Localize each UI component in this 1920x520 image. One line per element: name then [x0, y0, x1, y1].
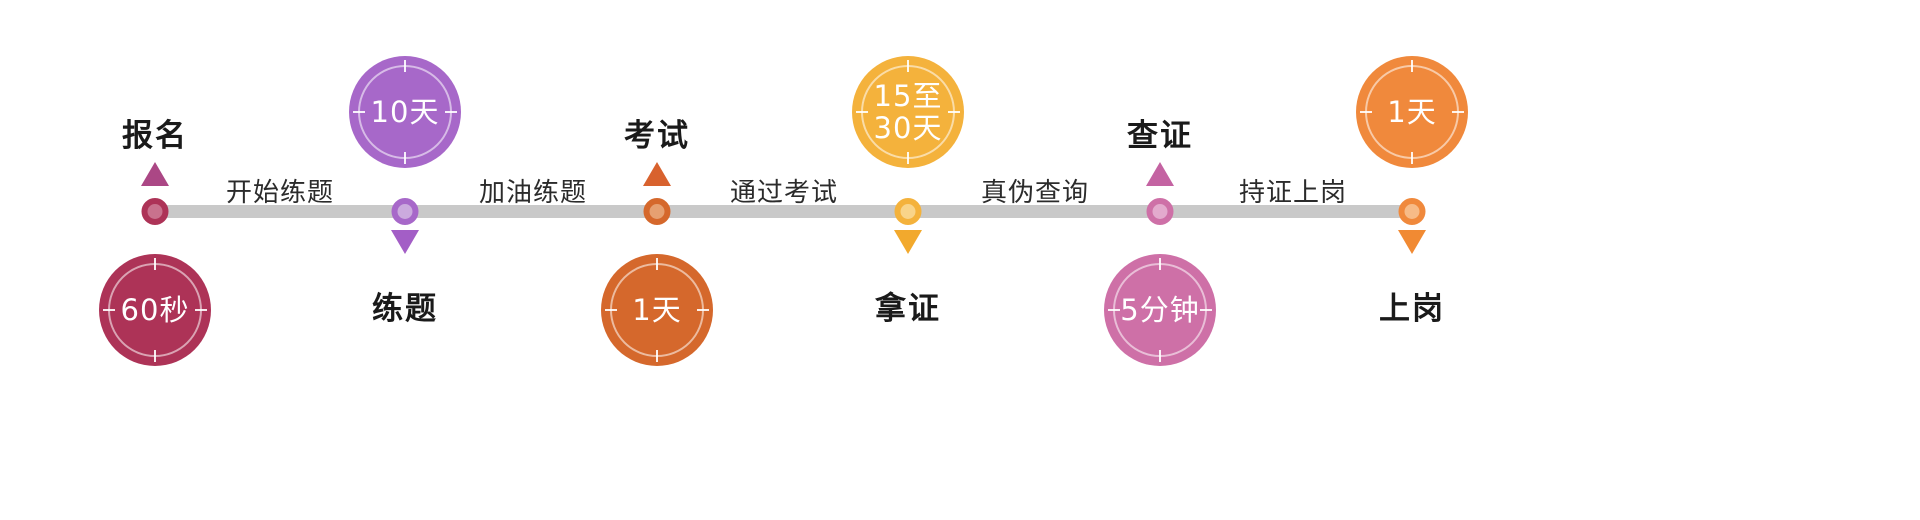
clock-tick-icon — [1411, 152, 1413, 164]
arrow-down-icon — [391, 230, 419, 254]
clock-tick-icon — [1159, 258, 1161, 270]
arrow-up-icon — [643, 162, 671, 186]
duration-text: 10天 — [370, 94, 440, 129]
step-label: 考试 — [624, 118, 690, 154]
segment-label: 加油练题 — [478, 178, 587, 208]
segment-label: 持证上岗 — [1238, 178, 1347, 208]
clock-tick-icon — [1452, 111, 1464, 113]
clock-tick-icon — [1360, 111, 1372, 113]
clock-tick-icon — [907, 60, 909, 72]
duration-text: 60秒 — [120, 292, 190, 327]
timeline-dot — [1398, 198, 1426, 225]
clock-tick-icon — [154, 258, 156, 270]
clock-tick-icon — [445, 111, 457, 113]
timeline-bar — [148, 205, 1422, 218]
timeline-dot — [643, 198, 671, 225]
duration-text: 1天 — [1387, 94, 1437, 129]
arrow-down-icon — [894, 230, 922, 254]
clock-badge: 5分钟 — [1104, 254, 1216, 366]
clock-tick-icon — [154, 350, 156, 362]
arrow-up-icon — [1146, 162, 1174, 186]
clock-tick-icon — [195, 309, 207, 311]
clock-tick-icon — [907, 152, 909, 164]
clock-tick-icon — [1200, 309, 1212, 311]
clock-tick-icon — [404, 60, 406, 72]
clock-badge: 10天 — [349, 56, 461, 168]
clock-tick-icon — [1159, 350, 1161, 362]
clock-badge: 1天 — [601, 254, 713, 366]
clock-badge: 60秒 — [99, 254, 211, 366]
timeline-node-certificate: 15至 30天 拿证 — [808, 0, 1008, 520]
timeline-node-verify: 查证 5分钟 — [1060, 0, 1260, 520]
duration-text: 1天 — [632, 292, 682, 327]
timeline-dot — [391, 198, 419, 225]
step-label: 拿证 — [875, 291, 941, 327]
duration-text: 15至 30天 — [873, 78, 943, 145]
step-label: 报名 — [122, 118, 188, 154]
timeline-node-work: 1天 上岗 — [1312, 0, 1512, 520]
timeline-node-exam: 考试 1天 — [557, 0, 757, 520]
step-label: 练题 — [372, 291, 438, 327]
clock-tick-icon — [353, 111, 365, 113]
clock-tick-icon — [656, 258, 658, 270]
segment-label: 真伪查询 — [980, 178, 1089, 208]
clock-tick-icon — [948, 111, 960, 113]
arrow-down-icon — [1398, 230, 1426, 254]
clock-badge: 15至 30天 — [852, 56, 964, 168]
timeline-node-practice: 10天 练题 — [305, 0, 505, 520]
clock-tick-icon — [1411, 60, 1413, 72]
clock-tick-icon — [656, 350, 658, 362]
clock-badge: 1天 — [1356, 56, 1468, 168]
segment-label: 通过考试 — [729, 178, 838, 208]
timeline-dot — [1146, 198, 1174, 225]
segment-label: 开始练题 — [225, 178, 334, 208]
clock-tick-icon — [1108, 309, 1120, 311]
duration-text: 5分钟 — [1120, 292, 1200, 327]
step-label: 上岗 — [1379, 291, 1445, 327]
arrow-up-icon — [141, 162, 169, 186]
timeline-dot — [141, 198, 169, 225]
timeline-dot — [894, 198, 922, 225]
clock-tick-icon — [404, 152, 406, 164]
clock-tick-icon — [605, 309, 617, 311]
step-label: 查证 — [1127, 118, 1193, 154]
clock-tick-icon — [697, 309, 709, 311]
clock-tick-icon — [103, 309, 115, 311]
clock-tick-icon — [856, 111, 868, 113]
timeline-node-signup: 报名 60秒 — [55, 0, 255, 520]
